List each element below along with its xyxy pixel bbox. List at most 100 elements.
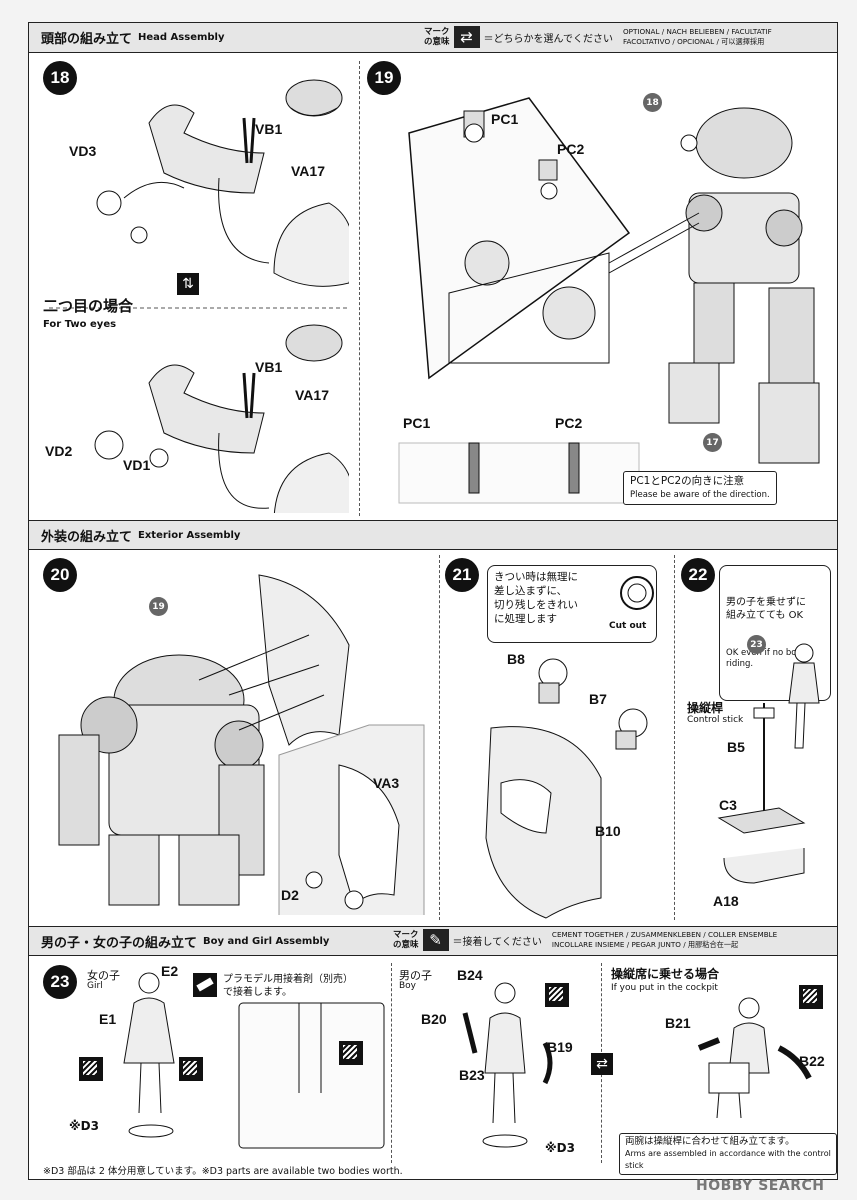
step20-illustration bbox=[58, 574, 425, 915]
note-en: Arms are assembled in accordance with th… bbox=[625, 1149, 831, 1170]
divider bbox=[359, 61, 360, 516]
part-label: B21 bbox=[665, 1015, 691, 1031]
optional-mark-legend: マーク の意味 ⇄ ＝どちらかを選んでください OPTIONAL / NACH … bbox=[424, 26, 772, 48]
section-title-jp: 頭部の組み立て bbox=[41, 32, 133, 47]
part-label: VD3 bbox=[69, 143, 97, 159]
note-jp: 男の子を乗せずに 組み立てても OK bbox=[726, 597, 806, 621]
cutout-label: Cut out bbox=[609, 621, 647, 631]
part-label: VD1 bbox=[123, 457, 151, 473]
cement-icon bbox=[339, 1041, 363, 1065]
part-label: E1 bbox=[99, 1011, 117, 1027]
glue-tube-icon: ✎ bbox=[422, 929, 449, 951]
section-title-jp: 男の子・女の子の組み立て bbox=[41, 935, 198, 951]
part-label: VD2 bbox=[45, 443, 73, 459]
footnote: ※D3 部品は 2 体分用意しています。※D3 parts are availa… bbox=[43, 1166, 403, 1177]
section-title-en: Head Assembly bbox=[138, 32, 225, 43]
ref-step-badge: 18 bbox=[643, 93, 662, 112]
step21-illustration bbox=[485, 658, 648, 919]
control-stick-jp: 操縦桿 bbox=[687, 701, 724, 715]
step18-illustration bbox=[49, 79, 349, 513]
step-number: 20 bbox=[43, 558, 77, 592]
step-number: 21 bbox=[445, 558, 479, 592]
step23-cockpit-illustration bbox=[697, 997, 812, 1119]
note-jp: PC1とPC2の向きに注意 bbox=[630, 475, 745, 487]
cement-icon bbox=[179, 1057, 203, 1081]
section-title-en: Exterior Assembly bbox=[138, 529, 241, 541]
part-label: B10 bbox=[595, 823, 621, 839]
watermark: HOBBY SEARCH bbox=[696, 1178, 825, 1194]
part-label: E2 bbox=[161, 963, 179, 979]
boy-label-en: Boy bbox=[399, 981, 417, 991]
cockpit-title-jp: 操縦席に乗せる場合 bbox=[611, 967, 720, 981]
part-label: B7 bbox=[589, 691, 607, 707]
part-label: B23 bbox=[459, 1067, 485, 1083]
note-text: きつい時は無理に 差し込まずに、 切り残しをきれい に処理します bbox=[494, 571, 578, 625]
ref-step-badge: 23 bbox=[747, 635, 766, 654]
ref-step-badge: 19 bbox=[149, 597, 168, 616]
part-label: B8 bbox=[507, 651, 525, 667]
part-label: B24 bbox=[457, 967, 483, 983]
part-label: D2 bbox=[281, 887, 299, 903]
step-number: 18 bbox=[43, 61, 77, 95]
mark-text: ＝接着してください bbox=[452, 936, 542, 948]
arm-note: 両腕は操縦桿に合わせて組み立てます。 Arms are assembled in… bbox=[619, 1133, 837, 1175]
step19-illustration bbox=[398, 97, 820, 504]
step23-boy-illustration bbox=[462, 982, 553, 1148]
part-label: C3 bbox=[719, 797, 737, 813]
swap-arrows-icon: ⇄ bbox=[453, 26, 480, 48]
two-eyes-subtitle: For Two eyes bbox=[43, 319, 117, 330]
divider bbox=[674, 555, 675, 920]
part-label: VA17 bbox=[295, 387, 329, 403]
cement-icon bbox=[545, 983, 569, 1007]
note-en: Please be aware of the direction. bbox=[630, 490, 770, 500]
part-label: PC1 bbox=[491, 111, 519, 127]
step23-girl-illustration bbox=[123, 972, 385, 1149]
cement-mark-legend: マーク の意味 ✎ ＝接着してください CEMENT TOGETHER / ZU… bbox=[393, 929, 777, 951]
ref-step-badge: 17 bbox=[703, 433, 722, 452]
part-label: PC1 bbox=[403, 415, 431, 431]
part-label: ※D3 bbox=[69, 1119, 99, 1133]
part-label: B22 bbox=[799, 1053, 825, 1069]
mark-text: ＝どちらかを選んでください bbox=[483, 33, 614, 45]
mark-label: マーク の意味 bbox=[424, 27, 450, 47]
section-title-jp: 外装の組み立て bbox=[41, 529, 133, 545]
direction-note: PC1とPC2の向きに注意 Please be aware of the dir… bbox=[623, 471, 777, 505]
head-assembly-header: 頭部の組み立て Head Assembly bbox=[29, 23, 837, 53]
part-label: VB1 bbox=[255, 121, 283, 137]
exterior-assembly-header: 外装の組み立て Exterior Assembly bbox=[29, 520, 837, 550]
boy-label-jp: 男の子 bbox=[399, 969, 432, 982]
cutout-note: きつい時は無理に 差し込まずに、 切り残しをきれい に処理します bbox=[487, 565, 657, 643]
note-jp: 両腕は操縦桿に合わせて組み立てます。 bbox=[625, 1136, 795, 1147]
part-label: B20 bbox=[421, 1011, 447, 1027]
step-number: 22 bbox=[681, 558, 715, 592]
swap-arrows-icon: ⇅ bbox=[177, 273, 199, 295]
part-label: ※D3 bbox=[545, 1141, 575, 1155]
instruction-page: 頭部の組み立て Head Assembly マーク の意味 ⇄ ＝どちらかを選ん… bbox=[28, 22, 838, 1180]
glue-note: プラモデル用接着剤（別売） で接着します。 bbox=[223, 974, 353, 998]
divider bbox=[391, 963, 392, 1163]
cutout-diagram bbox=[620, 576, 654, 610]
control-stick-en: Control stick bbox=[687, 715, 744, 725]
part-label: A18 bbox=[713, 893, 739, 909]
divider bbox=[439, 555, 440, 920]
part-label: B5 bbox=[727, 739, 745, 755]
girl-label-jp: 女の子 bbox=[87, 969, 120, 982]
section-title-en: Boy and Girl Assembly bbox=[203, 935, 330, 947]
cement-icon bbox=[79, 1057, 103, 1081]
cement-icon bbox=[799, 985, 823, 1009]
part-label: B19 bbox=[547, 1039, 573, 1055]
part-label: VA3 bbox=[373, 775, 400, 791]
girl-label-en: Girl bbox=[87, 981, 103, 991]
part-label: VB1 bbox=[255, 359, 283, 375]
glue-icon bbox=[193, 973, 217, 997]
part-label: PC2 bbox=[555, 415, 583, 431]
swap-arrows-icon: ⇄ bbox=[591, 1053, 613, 1075]
two-eyes-title: 二つ目の場合 bbox=[43, 298, 134, 315]
mark-label: マーク の意味 bbox=[393, 930, 419, 950]
step-number: 19 bbox=[367, 61, 401, 95]
no-boy-note: 男の子を乗せずに 組み立てても OK OK even if no boy is … bbox=[719, 565, 831, 701]
step22-illustration bbox=[717, 643, 820, 884]
part-label: VA17 bbox=[291, 163, 325, 179]
cockpit-title-en: If you put in the cockpit bbox=[611, 983, 718, 993]
